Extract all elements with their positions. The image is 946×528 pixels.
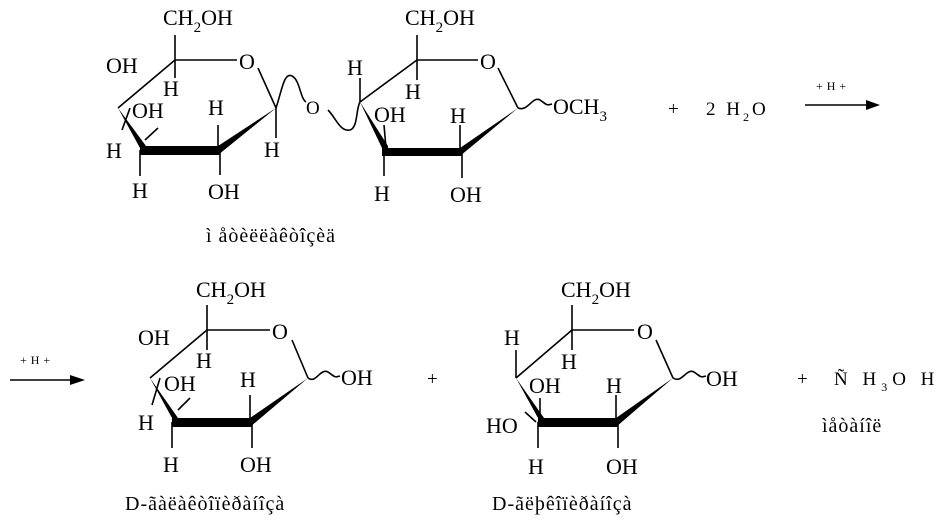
right-och3: OCH3: [553, 94, 607, 125]
galactose-h-c3: H: [240, 367, 256, 392]
right-oh-c2: OH: [450, 182, 482, 207]
glucose-ho-c4: HO: [486, 413, 518, 438]
arrow-top: +H+: [805, 79, 880, 110]
galactose-oh-c2: OH: [240, 452, 272, 477]
water-formula: 2 H2O: [706, 99, 769, 124]
disaccharide-caption: ì åòèëëàêòîçèä: [206, 225, 336, 247]
galactose-oh-top-left: OH: [138, 325, 170, 350]
glucose-ch2oh: CH2OH: [561, 277, 631, 308]
galactose-ch2oh: CH2OH: [196, 277, 266, 308]
glucose-caption: D-ãëþêîïèðàíîçà: [492, 493, 632, 515]
galactose-oh-c4: OH: [164, 371, 196, 396]
glucose-ring-oxygen: O: [637, 319, 653, 344]
glucose-h-top-left: H: [504, 325, 520, 350]
glucose-oh-c1: OH: [706, 366, 738, 391]
glucose-h-c2: H: [606, 373, 622, 398]
galactose-ring-oxygen: O: [272, 319, 288, 344]
galactose-caption: D-ãàëàêòîïèðàíîçà: [125, 493, 285, 515]
plus-methanol: +: [797, 369, 808, 390]
left-oh-top-left: OH: [106, 53, 138, 78]
right-ring-oxygen: O: [480, 49, 496, 74]
left-oh-c2: OH: [208, 179, 240, 204]
methanol-caption: ìåòàíîë: [822, 415, 882, 437]
methanol-formula: Ñ H3O H: [834, 368, 939, 394]
right-ch2oh: CH2OH: [405, 5, 475, 36]
glucose-oh-c3: OH: [529, 373, 561, 398]
left-h-c4: H: [106, 138, 122, 163]
disaccharide-left-ring: CH2OH O OH H OH H H H H OH: [106, 5, 361, 204]
left-ch2oh: CH2OH: [163, 5, 233, 36]
product-galactose: CH2OH O OH H OH H H H OH OH: [138, 277, 373, 477]
glucose-h-c4: H: [528, 454, 544, 479]
left-ring-oxygen: O: [239, 49, 255, 74]
glucose-h-c5: H: [561, 349, 577, 374]
plus-water: +: [668, 99, 679, 120]
left-oh-c4: OH: [132, 98, 164, 123]
arrow-top-label: +H+: [816, 79, 850, 93]
galactose-h-c5: H: [196, 348, 212, 373]
product-glucose: CH2OH O H H OH H HO H OH OH: [486, 277, 738, 479]
right-h-c3: H: [450, 103, 466, 128]
left-h-c3: H: [208, 95, 224, 120]
arrow-bottom: +H+: [10, 353, 85, 385]
disaccharide-right-ring: CH2OH O H H OH H H OH OCH3: [347, 5, 607, 207]
right-oh-c4: OH: [374, 102, 406, 127]
galactose-h-c4: H: [138, 410, 154, 435]
plus-between-products: +: [427, 369, 438, 390]
bridge-oxygen: O: [306, 98, 320, 119]
arrow-bottom-label: +H+: [20, 353, 54, 367]
left-h-c2: H: [132, 178, 148, 203]
left-h-c1: H: [264, 137, 280, 162]
galactose-oh-c1: OH: [341, 365, 373, 390]
glucose-oh-c2: OH: [606, 454, 638, 479]
right-h-c4: H: [374, 181, 390, 206]
left-h-c5: H: [163, 76, 179, 101]
right-h-c5: H: [405, 79, 421, 104]
right-h-top-left: H: [347, 55, 363, 80]
galactose-h-c2: H: [163, 452, 179, 477]
